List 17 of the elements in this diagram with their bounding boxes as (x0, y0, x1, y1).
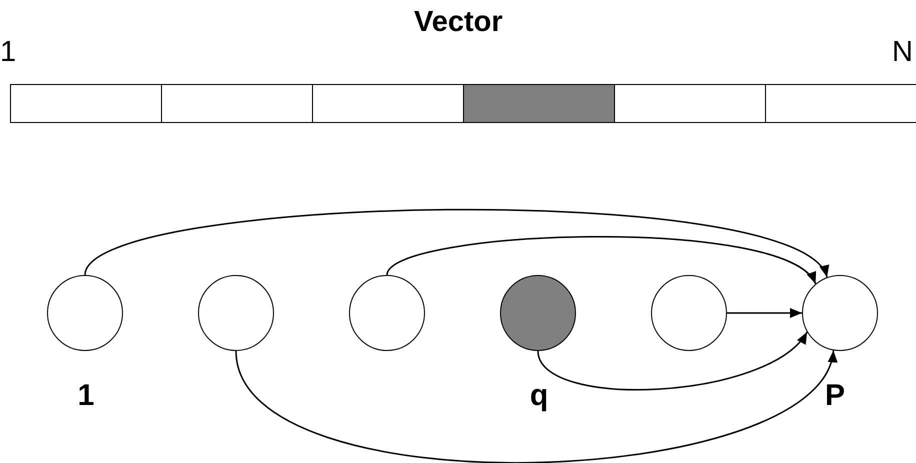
vector-cell (161, 84, 313, 123)
arrow (537, 332, 808, 390)
title: Vector (414, 6, 503, 38)
arrow (235, 350, 834, 463)
index-label: N (892, 36, 913, 68)
vector-cell (614, 84, 766, 123)
node-label: P (824, 381, 846, 411)
node-label: q (528, 381, 550, 411)
vector-cell (312, 84, 464, 123)
arrow (84, 208, 828, 278)
vector-cell (10, 84, 162, 123)
vector-cell (463, 84, 615, 123)
node-label: 1 (76, 381, 96, 411)
arrow (386, 236, 816, 284)
vector-cell (765, 84, 916, 123)
arrow (727, 308, 802, 318)
index-label: 1 (0, 36, 16, 68)
